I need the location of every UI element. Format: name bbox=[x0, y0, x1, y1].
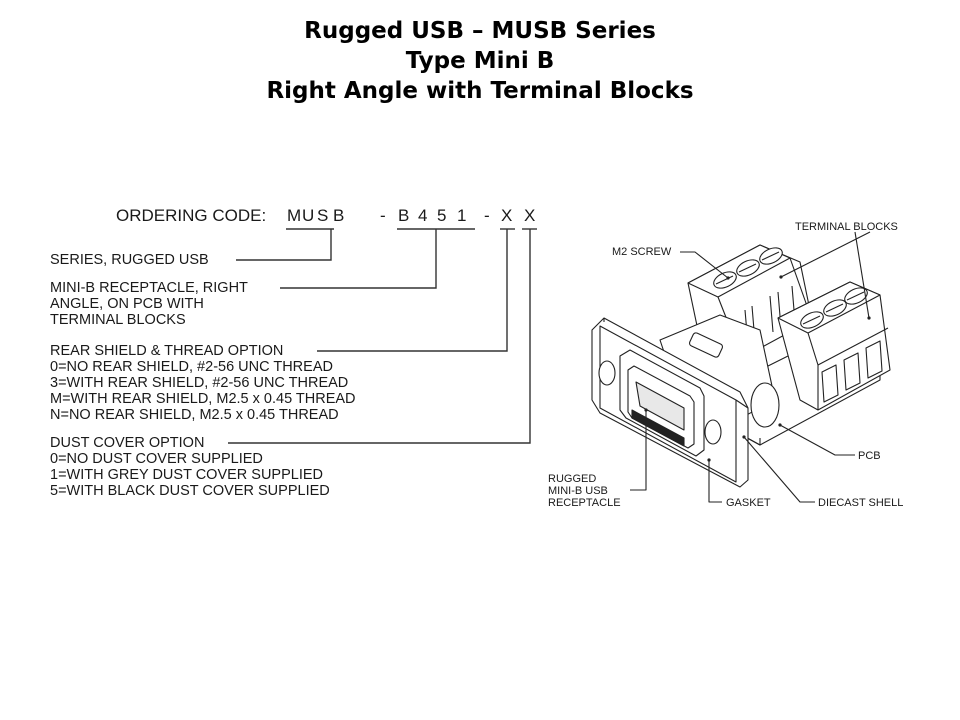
dust-cover-heading: DUST COVER OPTION bbox=[50, 435, 205, 451]
leader-terminal-blocks bbox=[780, 231, 871, 278]
rear-shield-option: M=WITH REAR SHIELD, M2.5 x 0.45 THREAD bbox=[50, 391, 356, 407]
desc-dust-cover: DUST COVER OPTION 0=NO DUST COVER SUPPLI… bbox=[50, 435, 330, 499]
code-char-x1: X bbox=[501, 206, 513, 225]
dust-cover-option: 5=WITH BLACK DUST COVER SUPPLIED bbox=[50, 483, 330, 499]
rear-shield-option: 0=NO REAR SHIELD, #2-56 UNC THREAD bbox=[50, 359, 333, 375]
leader-series bbox=[236, 229, 332, 261]
code-char-1: 1 bbox=[457, 206, 467, 225]
code-char-x2: X bbox=[524, 206, 536, 225]
code-dash-1: - bbox=[380, 206, 386, 225]
code-char-b2: B bbox=[398, 206, 410, 225]
callout-pcb: PCB bbox=[858, 450, 881, 462]
code-char-m: M bbox=[287, 206, 302, 225]
title-line-3: Right Angle with Terminal Blocks bbox=[266, 78, 694, 104]
desc-series: SERIES, RUGGED USB bbox=[50, 252, 209, 268]
ordering-code-label: ORDERING CODE: bbox=[116, 206, 267, 225]
code-char-u: U bbox=[302, 206, 315, 225]
desc-type-line-2: ANGLE, ON PCB WITH bbox=[50, 296, 204, 312]
title-line-1: Rugged USB – MUSB Series bbox=[304, 18, 656, 44]
callout-receptacle-line-1: RUGGED bbox=[548, 473, 597, 485]
desc-rear-shield: REAR SHIELD & THREAD OPTION 0=NO REAR SH… bbox=[50, 343, 356, 423]
desc-type-line-1: MINI-B RECEPTACLE, RIGHT bbox=[50, 280, 248, 296]
leader-terminal-blocks-2 bbox=[854, 231, 870, 319]
leader-diecast bbox=[743, 436, 815, 503]
code-dash-2: - bbox=[484, 206, 490, 225]
callout-receptacle-line-3: RECEPTACLE bbox=[548, 497, 621, 509]
code-char-5: 5 bbox=[437, 206, 447, 225]
leader-receptacle bbox=[630, 410, 647, 491]
code-char-s: S bbox=[317, 206, 329, 225]
slide-title: Rugged USB – MUSB Series Type Mini B Rig… bbox=[0, 16, 960, 106]
terminal-block-front bbox=[777, 281, 891, 411]
leader-type bbox=[280, 229, 437, 289]
rear-shield-option: N=NO REAR SHIELD, M2.5 x 0.45 THREAD bbox=[50, 407, 339, 423]
leader-gasket bbox=[708, 460, 722, 503]
rear-shield-option: 3=WITH REAR SHIELD, #2-56 UNC THREAD bbox=[50, 375, 349, 391]
desc-type: MINI-B RECEPTACLE, RIGHT ANGLE, ON PCB W… bbox=[50, 280, 248, 328]
callout-receptacle-line-2: MINI-B USB bbox=[548, 485, 608, 497]
rear-shield-heading: REAR SHIELD & THREAD OPTION bbox=[50, 343, 284, 359]
title-line-2: Type Mini B bbox=[405, 48, 555, 74]
dust-cover-option: 0=NO DUST COVER SUPPLIED bbox=[50, 451, 263, 467]
callout-gasket: GASKET bbox=[726, 497, 771, 509]
callout-terminal-blocks: TERMINAL BLOCKS bbox=[795, 221, 898, 233]
leader-dust-cover bbox=[228, 229, 531, 444]
callout-m2-screw: M2 SCREW bbox=[612, 246, 672, 258]
callout-diecast-shell: DIECAST SHELL bbox=[818, 497, 904, 509]
dust-cover-option: 1=WITH GREY DUST COVER SUPPLIED bbox=[50, 467, 324, 483]
desc-type-line-3: TERMINAL BLOCKS bbox=[50, 312, 186, 328]
leader-rear-shield bbox=[317, 229, 508, 352]
receptacle-face bbox=[619, 349, 705, 457]
code-char-4: 4 bbox=[418, 206, 428, 225]
leader-m2-screw bbox=[680, 251, 729, 279]
code-char-b: B bbox=[333, 206, 345, 225]
leader-pcb bbox=[779, 424, 855, 456]
callout-receptacle: RUGGED MINI-B USB RECEPTACLE bbox=[548, 473, 621, 509]
